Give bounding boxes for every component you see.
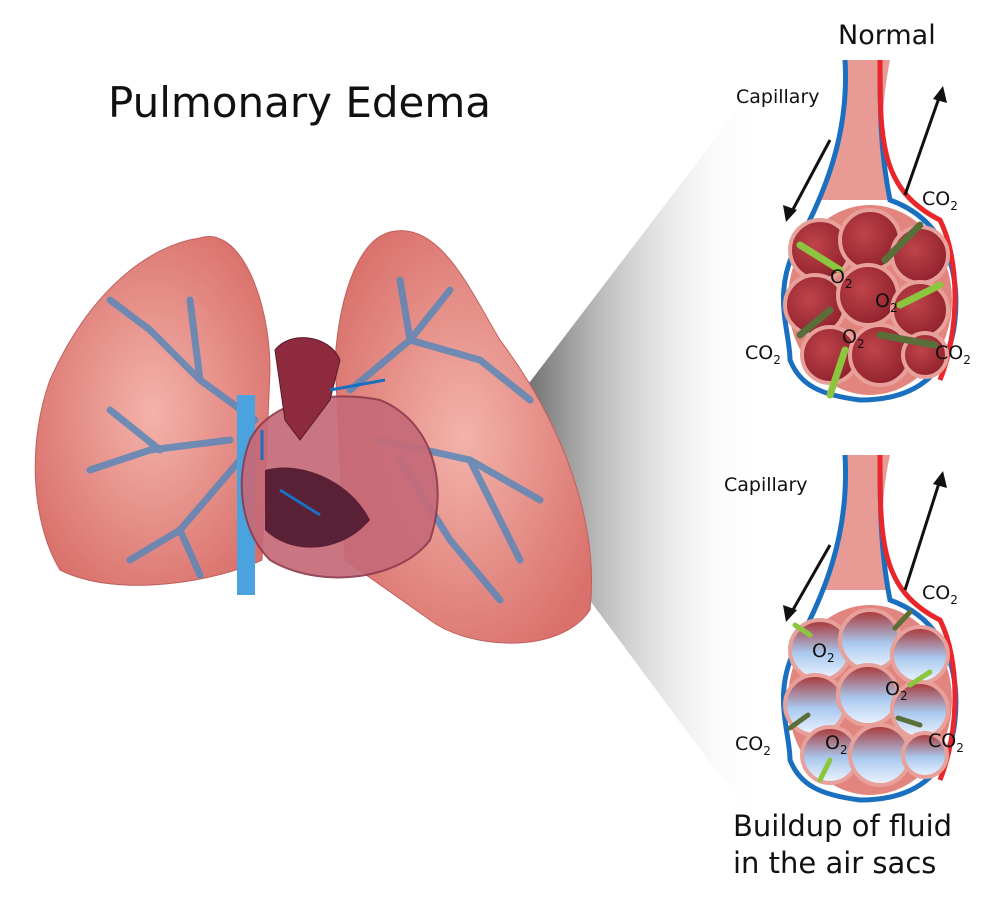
aorta <box>274 337 341 441</box>
magnification-cone <box>520 80 760 830</box>
gas-label: O2 <box>875 290 898 315</box>
capillary-label-normal: Capillary <box>736 86 820 108</box>
gas-label: CO2 <box>922 188 958 213</box>
gas-label: O2 <box>842 326 865 351</box>
caption-line-2: in the air sacs <box>733 846 937 880</box>
gas-label: CO2 <box>735 733 771 758</box>
gas-label: CO2 <box>922 582 958 607</box>
edema-alveoli <box>780 454 959 803</box>
gas-label: CO2 <box>935 342 971 367</box>
gas-label: CO2 <box>928 730 964 755</box>
gas-label: O2 <box>885 678 908 703</box>
heart-chamber <box>265 467 370 548</box>
edema-caption: Buildup of fluid in the air sacs <box>733 808 952 882</box>
gas-label: CO2 <box>745 342 781 367</box>
gas-label: O2 <box>825 732 848 757</box>
capillary-label-edema: Capillary <box>724 474 808 496</box>
normal-alveoli <box>780 59 959 403</box>
page-title: Pulmonary Edema <box>108 78 492 127</box>
blood-flow-arrows <box>260 378 386 517</box>
caption-line-1: Buildup of fluid <box>733 809 953 843</box>
normal-heading: Normal <box>838 20 936 51</box>
gas-label: O2 <box>812 640 835 665</box>
gas-label: O2 <box>830 266 853 291</box>
left-lung <box>34 236 271 586</box>
